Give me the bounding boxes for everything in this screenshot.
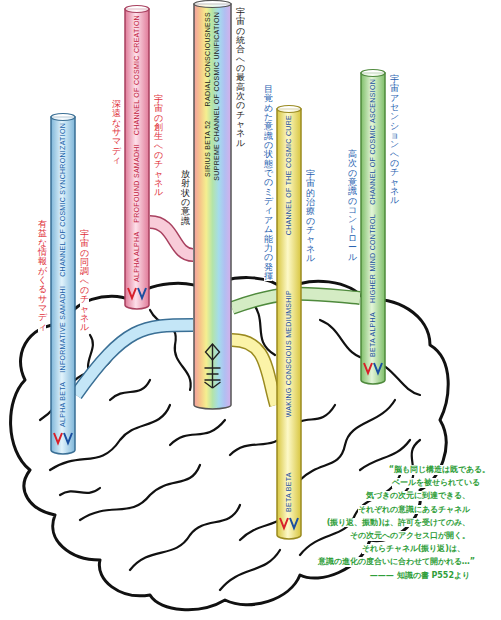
channel-label: CHANNEL OF COSMIC CREATION bbox=[133, 15, 142, 135]
label-strip: ALPHA ALPHA PROFOUND SAMADHI CHANNEL OF CO… bbox=[124, 5, 150, 310]
connector-outline bbox=[150, 222, 193, 255]
channel-label: RADIAL CONSCIOUSNESS bbox=[204, 12, 213, 106]
symbol-diamond bbox=[206, 344, 220, 360]
brain-fold bbox=[300, 400, 395, 480]
channel-label: BETA ALPHA bbox=[369, 312, 378, 357]
channel-label: ALPHA BETA bbox=[59, 382, 68, 427]
tube-body bbox=[194, 4, 231, 409]
channel-tube: SIRIUS BETA 52 RADIAL CONSCIOUSNESSSUPREM… bbox=[193, 0, 232, 410]
channel-symbol bbox=[364, 363, 372, 373]
channel-label: CHANNEL OF THE COSMIC CURE bbox=[285, 115, 294, 235]
tube-opening bbox=[51, 114, 75, 121]
channel-symbol bbox=[64, 433, 72, 443]
channel-label-jp: 放射状の意識 bbox=[181, 170, 190, 226]
channel-tube: BETA ALPHA HIGHER MIND CONTROL CHANNEL OF … bbox=[360, 69, 386, 385]
label-row: ALPHA BETA INFORMATIVE SAMADHI CHANNEL OF … bbox=[59, 123, 68, 427]
channel-label-jp: 目覚めた意識の状態でのミディアム能力の発揮 bbox=[264, 85, 273, 281]
channel-symbol bbox=[290, 518, 298, 528]
symbol-stem bbox=[212, 344, 213, 388]
tube-body bbox=[361, 73, 385, 384]
channel-label: CHANNEL OF COSMIC ASCENSION bbox=[369, 79, 378, 205]
channel-tube: ALPHA BETA INFORMATIVE SAMADHI CHANNEL OF … bbox=[50, 113, 76, 455]
channel-label: SIRIUS BETA 52 bbox=[204, 120, 213, 177]
label-row: SIRIUS BETA 52 RADIAL CONSCIOUSNESS bbox=[204, 12, 213, 338]
channel-symbol bbox=[138, 288, 146, 298]
tube-opening bbox=[125, 6, 149, 13]
label-strip: BETA ALPHA HIGHER MIND CONTROL CHANNEL OF … bbox=[360, 69, 386, 385]
tube-body bbox=[51, 117, 75, 454]
channel-label: ALPHA ALPHA bbox=[133, 232, 142, 282]
channel-label-jp: 宇宙の同調へのチャネル bbox=[80, 230, 89, 333]
quote-line: “脳も同じ構造は既である。 bbox=[389, 465, 490, 475]
channel-label: INFORMATIVE SAMADHI bbox=[59, 286, 68, 373]
tube-opening bbox=[277, 106, 301, 113]
channel-symbol bbox=[205, 344, 221, 388]
symbol-bars bbox=[205, 368, 221, 380]
quote-line: ——— 知識の書 P552より bbox=[370, 571, 470, 581]
channel-label-jp: 宇宙の創生へのチャネル bbox=[154, 95, 163, 198]
tube-opening bbox=[361, 70, 385, 77]
label-strip: ALPHA BETA INFORMATIVE SAMADHI CHANNEL OF … bbox=[50, 113, 76, 455]
connector-fill bbox=[232, 340, 276, 405]
label-strip: BETA BETA WAKING CONSCIOUS MEDIUMSHIP CHAN… bbox=[276, 105, 302, 540]
channel-label: CHANNEL OF COSMIC SYNCHRONIZATION bbox=[59, 123, 68, 277]
connector-fill bbox=[150, 222, 193, 255]
brain-fold bbox=[170, 420, 225, 445]
channel-label-jp: 有益な情報がくるサマディ bbox=[38, 220, 47, 332]
brain-fold bbox=[80, 465, 200, 520]
channel-label-jp: 宇宙アセンションへのチャネル bbox=[390, 75, 399, 206]
tube-body bbox=[125, 9, 149, 309]
channel-label: SUPREME CHANNEL OF COSMIC UNIFICATION bbox=[213, 12, 222, 181]
connector-tube bbox=[232, 340, 276, 405]
label-strip: SIRIUS BETA 52 RADIAL CONSCIOUSNESSSUPREM… bbox=[193, 0, 232, 410]
channel-symbol bbox=[54, 433, 62, 443]
brain-fold bbox=[110, 380, 150, 400]
label-row: BETA BETA WAKING CONSCIOUS MEDIUMSHIP CHAN… bbox=[285, 115, 294, 512]
channel-symbol bbox=[128, 288, 136, 298]
channel-label-jp: 宇宙的治療のチャネル bbox=[306, 170, 315, 263]
connector-outline bbox=[76, 325, 193, 395]
connector-tube bbox=[150, 222, 193, 255]
tube-opening bbox=[194, 1, 231, 8]
channel-label: PROFOUND SAMADHI bbox=[133, 144, 142, 223]
label-row: ALPHA ALPHA PROFOUND SAMADHI CHANNEL OF CO… bbox=[133, 15, 142, 282]
channel-symbol bbox=[374, 363, 382, 373]
connector-outline bbox=[232, 340, 276, 405]
channel-label: HIGHER MIND CONTROL bbox=[369, 214, 378, 303]
quote-line: それらチャネル(振り返)は、 bbox=[362, 544, 465, 554]
channel-tube: ALPHA ALPHA PROFOUND SAMADHI CHANNEL OF CO… bbox=[124, 5, 150, 310]
symbol-roots bbox=[205, 382, 221, 388]
brain-fold bbox=[60, 488, 100, 495]
quote-line: ベールを被せられている bbox=[392, 478, 480, 488]
channel-label: WAKING CONSCIOUS MEDIUMSHIP bbox=[285, 290, 294, 417]
brain-fold bbox=[300, 475, 400, 555]
channel-symbol bbox=[280, 518, 288, 528]
brain-fold bbox=[220, 550, 280, 590]
label-row: SUPREME CHANNEL OF COSMIC UNIFICATION bbox=[213, 12, 222, 338]
brain-fold bbox=[130, 505, 240, 570]
channel-label-jp: 深遠なサマディ bbox=[112, 100, 121, 165]
channel-label-jp: 宇宙の統合への最高次のチャネル bbox=[236, 8, 245, 148]
quote-line: (振り返、振動)は、許可を受けてのみ、 bbox=[327, 518, 470, 528]
channel-tube: BETA BETA WAKING CONSCIOUS MEDIUMSHIP CHAN… bbox=[276, 105, 302, 540]
tube-body bbox=[277, 109, 301, 539]
quote-line: それぞれの意識にあるチャネル bbox=[358, 505, 470, 515]
channel-label-jp: 高次の意識のコントロール bbox=[348, 150, 357, 262]
channel-label: BETA BETA bbox=[285, 472, 294, 512]
quote-line: その次元へのアクセス口が開く。 bbox=[350, 531, 470, 541]
quote-line: 意識の進化の度合いに合わせて開かれる…” bbox=[318, 557, 475, 567]
connector-fill bbox=[76, 325, 193, 395]
quote-line: 気づきの次元に到達できる、 bbox=[366, 491, 470, 501]
label-row: BETA ALPHA HIGHER MIND CONTROL CHANNEL OF … bbox=[369, 79, 378, 357]
connector-tube bbox=[76, 325, 193, 395]
